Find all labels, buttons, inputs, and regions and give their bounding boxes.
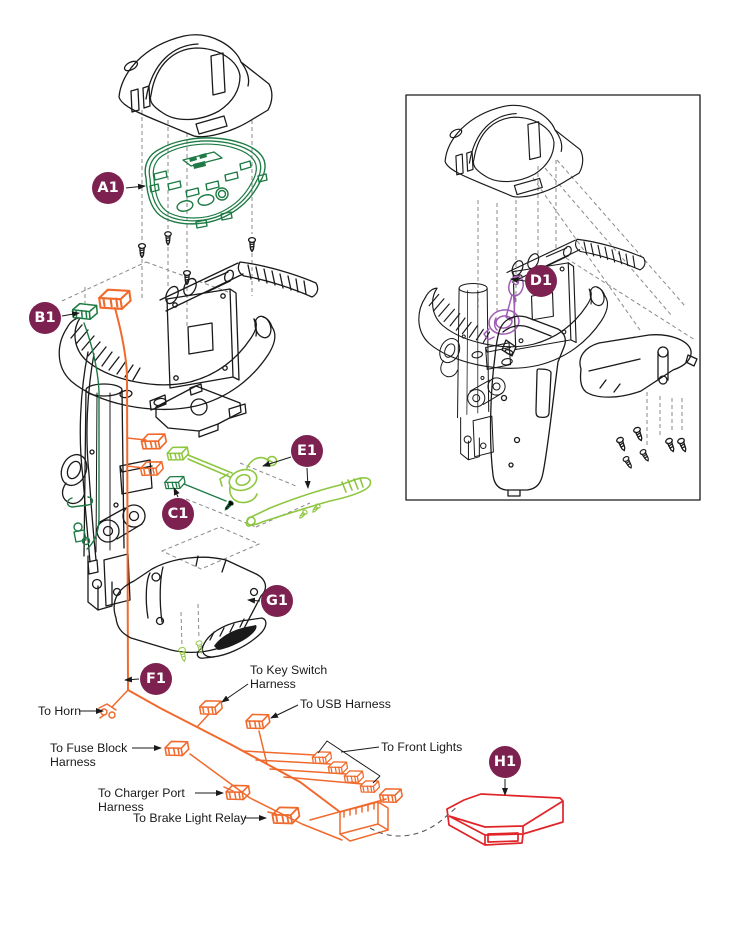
label-line: To USB Harness bbox=[300, 697, 391, 711]
callout-E1[interactable]: E1 bbox=[291, 435, 323, 467]
callout-A1-label: A1 bbox=[97, 180, 119, 196]
label-leaders bbox=[79, 683, 381, 821]
inset-guides bbox=[477, 159, 696, 445]
label-to-key-switch-harness: To Key Switch Harness bbox=[250, 663, 327, 691]
label-to-front-lights: To Front Lights bbox=[381, 740, 462, 754]
callout-E1-label: E1 bbox=[297, 443, 317, 459]
callout-F1[interactable]: F1 bbox=[140, 663, 172, 695]
label-to-usb-harness: To USB Harness bbox=[300, 697, 391, 711]
label-to-horn: To Horn bbox=[38, 704, 81, 718]
callout-C1[interactable]: C1 bbox=[162, 498, 194, 530]
callout-D1-label: D1 bbox=[529, 273, 553, 289]
callout-D1[interactable]: D1 bbox=[525, 265, 557, 297]
label-to-brake-light-relay: To Brake Light Relay bbox=[133, 811, 246, 825]
lower-cover-art bbox=[113, 555, 267, 653]
callout-A1[interactable]: A1 bbox=[92, 172, 124, 204]
label-line: Harness bbox=[50, 755, 96, 769]
handlebar-art bbox=[58, 261, 319, 411]
mounting-plate-art bbox=[149, 383, 247, 438]
console-pcb-art bbox=[144, 137, 268, 229]
label-to-fuse-block-harness: To Fuse Block Harness bbox=[50, 741, 127, 769]
callout-G1-label: G1 bbox=[266, 593, 288, 609]
inset-detail-box bbox=[405, 94, 701, 501]
callout-B1[interactable]: B1 bbox=[29, 302, 61, 334]
label-line: Harness bbox=[98, 800, 144, 814]
wire-harness-art bbox=[97, 285, 404, 842]
callout-H1[interactable]: H1 bbox=[489, 746, 521, 778]
label-to-charger-port-harness: To Charger Port Harness bbox=[98, 786, 185, 814]
throttle-lever-art bbox=[245, 477, 372, 527]
rear-bracket-art bbox=[579, 334, 698, 398]
inset-handlebar-art bbox=[418, 238, 646, 369]
inset-screws bbox=[615, 425, 690, 471]
label-line: To Charger Port bbox=[98, 786, 185, 800]
label-line: To Horn bbox=[38, 704, 82, 718]
callout-H1-label: H1 bbox=[493, 754, 517, 770]
callout-C1-label: C1 bbox=[167, 506, 189, 522]
inset-console-cover-art bbox=[444, 104, 584, 198]
callout-G1[interactable]: G1 bbox=[261, 585, 293, 617]
label-line: To Front Lights bbox=[381, 740, 463, 754]
green-wire-art bbox=[66, 301, 100, 550]
label-line: Harness bbox=[250, 677, 296, 691]
potentiometer-art bbox=[219, 455, 278, 504]
controller-link-dashed bbox=[369, 805, 459, 837]
tiller-stem-art bbox=[55, 351, 153, 611]
callout-arrows bbox=[61, 183, 526, 796]
key-and-keyswitch-art bbox=[483, 275, 524, 341]
controller-cover-art bbox=[446, 793, 564, 846]
multipin-connector bbox=[339, 801, 389, 842]
label-line: To Fuse Block bbox=[50, 741, 128, 755]
callout-F1-label: F1 bbox=[146, 671, 166, 687]
tiller-front-cover-art bbox=[489, 315, 566, 497]
label-line: To Key Switch bbox=[250, 663, 328, 677]
inset-stem-art bbox=[435, 283, 512, 461]
callout-B1-label: B1 bbox=[34, 310, 56, 326]
console-cover-art bbox=[118, 34, 273, 138]
lower-cover-insert-art bbox=[196, 617, 267, 659]
horn-connector bbox=[98, 703, 117, 719]
throttle-pot-art bbox=[163, 443, 372, 527]
label-line: To Brake Light Relay bbox=[133, 811, 247, 825]
